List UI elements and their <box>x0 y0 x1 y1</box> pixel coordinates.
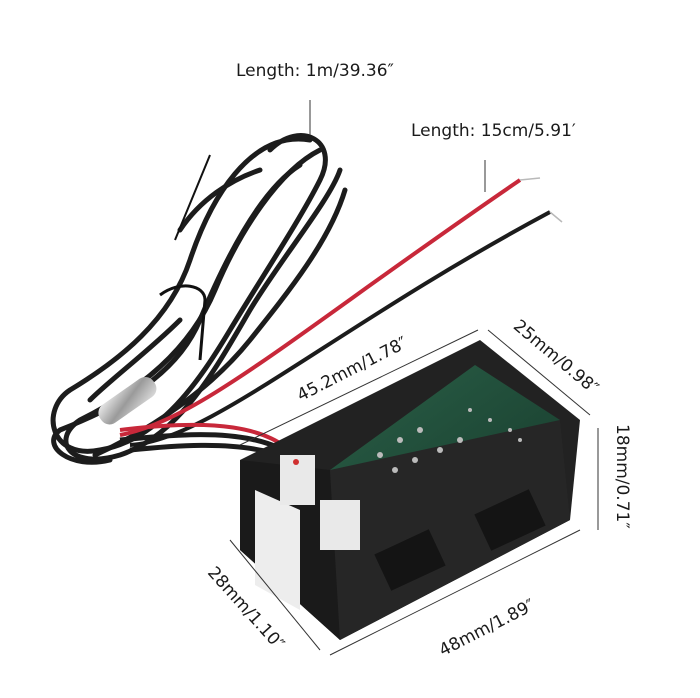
probe-tip-icon <box>98 376 157 425</box>
height-dimension-label: 18mm/0.71″ <box>612 424 632 529</box>
spec-sticker <box>255 490 300 610</box>
connector-2 <box>320 500 360 550</box>
black-wire-strip <box>549 211 563 223</box>
dimension-lines <box>229 100 599 656</box>
probe-cable-length-label: Length: 1m/39.36″ <box>236 61 394 81</box>
power-lead-length-label: Length: 15cm/5.91′ <box>411 121 576 141</box>
cable-tie <box>159 284 207 361</box>
red-wire-strip <box>519 177 541 181</box>
probe-cable-coil <box>50 133 348 465</box>
thermometer-module <box>240 340 580 640</box>
